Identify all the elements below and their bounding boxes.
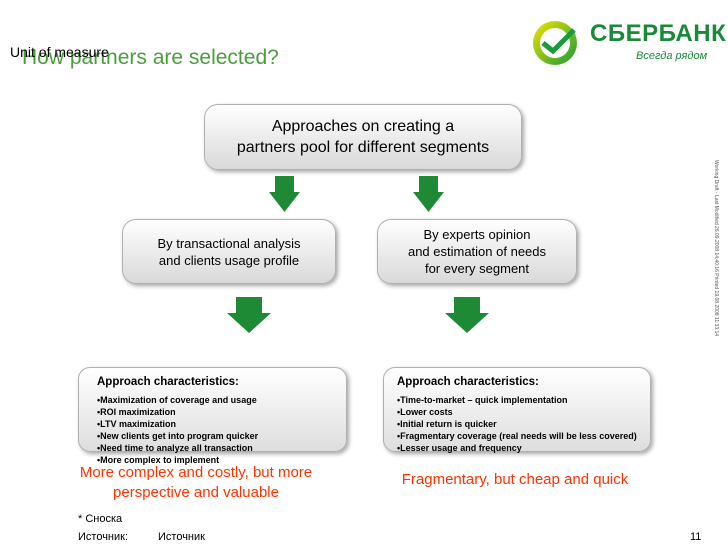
- list-item: Initial return is quicker: [397, 418, 638, 430]
- list-item: Lower costs: [397, 406, 638, 418]
- list-item: Maximization of coverage and usage: [97, 394, 334, 406]
- left-characteristics-box: Approach characteristics: Maximization o…: [78, 367, 347, 465]
- arrow-down-icon: [413, 176, 444, 212]
- list-item: Lesser usage and frequency: [397, 442, 638, 454]
- list-item: New clients get into program quicker: [97, 430, 334, 442]
- left-conclusion-line-1: More complex and costly, but more: [79, 464, 313, 481]
- list-item: Need time to analyze all transaction: [97, 442, 334, 454]
- footnote: * Сноска: [78, 513, 123, 525]
- experts-line-3: for every segment: [424, 261, 530, 276]
- unit-of-measure-label: Unit of measure: [10, 44, 109, 60]
- left-conclusion: More complex and costly, but more perspe…: [46, 463, 346, 503]
- left-characteristics-heading: Approach characteristics:: [97, 376, 239, 388]
- left-conclusion-line-2: perspective and valuable: [113, 484, 279, 501]
- list-item: Time-to-market – quick implementation: [397, 394, 638, 406]
- list-item: Fragmentary coverage (real needs will be…: [397, 430, 638, 442]
- right-characteristics-list: Time-to-market – quick implementation Lo…: [397, 394, 638, 454]
- experts-line-2: and estimation of needs: [407, 244, 547, 259]
- approaches-line-2: partners pool for different segments: [236, 139, 490, 156]
- arrow-down-icon: [227, 297, 271, 333]
- logo-slogan: Всегда рядом: [636, 50, 708, 62]
- transactional-line-1: By transactional analysis: [157, 235, 301, 251]
- approaches-line-1: Approaches on creating a: [271, 118, 455, 135]
- experts-line-1: By experts opinion: [423, 227, 531, 242]
- right-characteristics-box: Approach characteristics: Time-to-market…: [383, 367, 651, 454]
- right-characteristics-heading: Approach characteristics:: [397, 376, 539, 388]
- list-item: More complex to implement: [97, 454, 334, 466]
- side-note-text: Working Draft - Last Modified 26.09.2008…: [713, 160, 719, 337]
- experts-opinion-box: By experts opinion and estimation of nee…: [377, 219, 577, 284]
- list-item: LTV maximization: [97, 418, 334, 430]
- source-value: Источник: [158, 531, 205, 543]
- sberbank-logo: СБЕРБАНК Всегда рядом: [520, 14, 726, 72]
- sberbank-logo-icon: [533, 21, 577, 65]
- side-note: Working Draft - Last Modified 26.09.2008…: [710, 160, 720, 350]
- left-characteristics-list: Maximization of coverage and usage ROI m…: [97, 394, 334, 466]
- transactional-analysis-box: By transactional analysis and clients us…: [122, 219, 336, 284]
- page-number: 11: [690, 531, 702, 543]
- source-label: Источник:: [78, 531, 129, 543]
- arrow-down-icon: [269, 176, 300, 212]
- approaches-box: Approaches on creating a partners pool f…: [204, 104, 522, 170]
- transactional-line-2: and clients usage profile: [158, 252, 300, 268]
- page-title: How partners are selected?: [22, 46, 279, 69]
- logo-name: СБЕРБАНК: [590, 20, 727, 47]
- arrow-down-icon: [445, 297, 489, 333]
- right-conclusion: Fragmentary, but cheap and quick: [401, 471, 629, 488]
- list-item: ROI maximization: [97, 406, 334, 418]
